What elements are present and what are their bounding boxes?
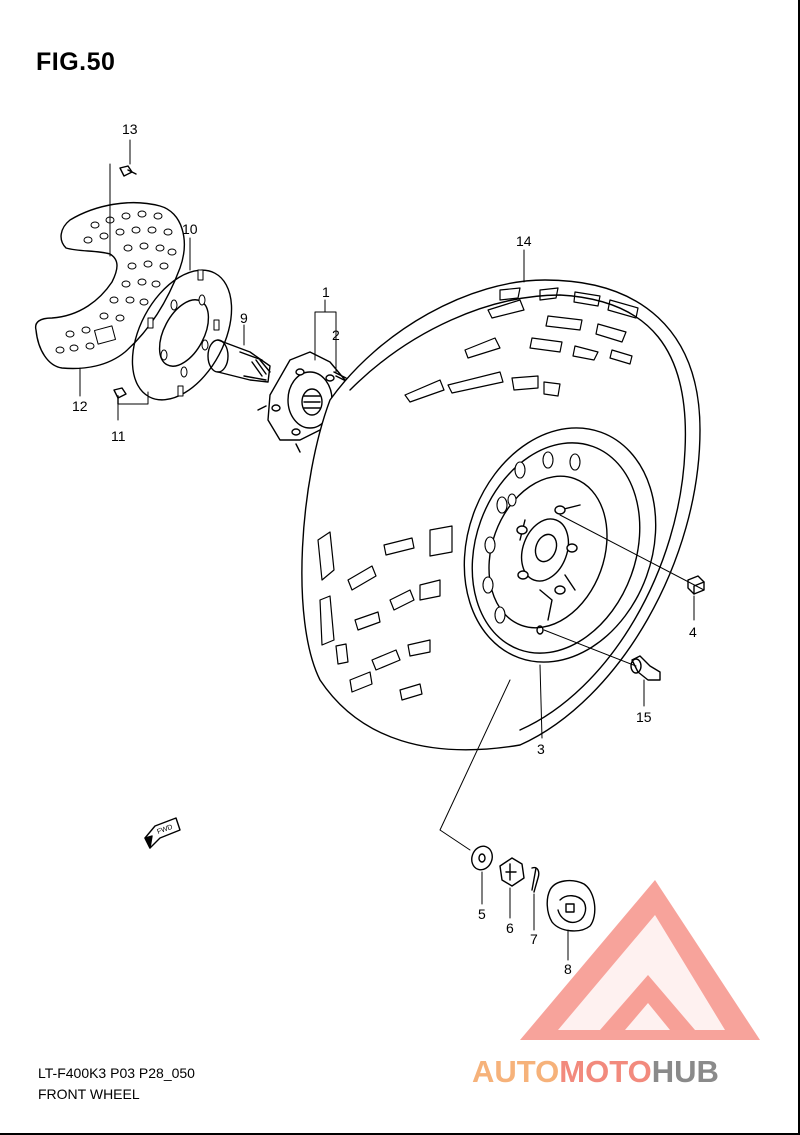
brake-disc-cover (34, 201, 185, 370)
washer (471, 845, 493, 871)
callout-10: 10 (182, 221, 198, 237)
watermark-logo (520, 880, 760, 1040)
watermark-part-auto: AUTO (472, 1054, 560, 1089)
callout-12: 12 (72, 398, 88, 414)
callout-14: 14 (516, 233, 532, 249)
callout-4: 4 (689, 624, 697, 640)
callout-1: 1 (322, 284, 330, 300)
callout-3: 3 (537, 741, 545, 757)
cotter-pin (531, 866, 540, 893)
tire-valve (630, 655, 661, 681)
watermark-part-hub: HUB (651, 1054, 719, 1089)
callout-7: 7 (530, 931, 538, 947)
figure-name: FRONT WHEEL (38, 1086, 140, 1102)
callout-8: 8 (564, 961, 572, 977)
castle-nut (499, 857, 525, 887)
callout-11: 11 (111, 428, 126, 444)
fwd-arrow-icon (144, 817, 181, 849)
watermark-text: AUTOMOTOHUB (472, 1054, 719, 1090)
wheel-rim (463, 427, 657, 663)
bolt-11 (113, 387, 127, 405)
watermark-part-moto: MOTO (559, 1054, 652, 1089)
callout-5: 5 (478, 906, 486, 922)
figure-title: FIG.50 (36, 48, 116, 76)
callout-9: 9 (240, 310, 248, 326)
callout-2: 2 (332, 327, 340, 343)
brake-disc (131, 269, 233, 401)
callout-labels: 1 2 3 4 5 6 7 8 9 10 11 12 13 14 15 (72, 121, 697, 977)
callout-13: 13 (122, 121, 138, 137)
leader-lines (79, 139, 705, 961)
callout-6: 6 (506, 920, 514, 936)
wheel-nut (687, 575, 705, 595)
callout-15: 15 (636, 709, 652, 725)
front-spindle (207, 339, 271, 383)
bolt-13 (119, 165, 137, 177)
figure-code: LT-F400K3 P03 P28_050 (38, 1065, 195, 1081)
hub-cap (546, 879, 596, 932)
